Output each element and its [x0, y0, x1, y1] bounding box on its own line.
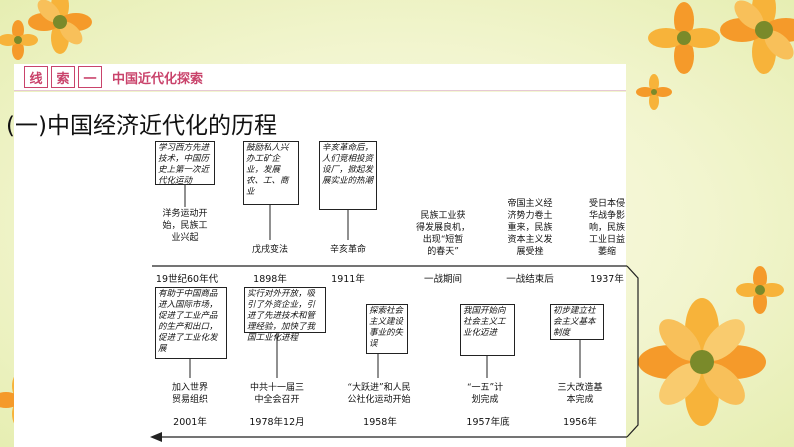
timeline-date: 1937年: [578, 271, 636, 285]
timeline-event: 戊戌变法: [240, 244, 300, 256]
timeline-event: 中共十一届三 中全会召开: [237, 382, 317, 406]
timeline-event: 加入世界 贸易组织: [155, 382, 225, 406]
timeline-date: 1958年: [350, 414, 410, 428]
timeline-connector: [627, 266, 638, 437]
timeline-event: 三大改造基 本完成: [542, 382, 618, 406]
note-box: 学习西方先进技术，中国历史上第一次近代化运动: [155, 141, 215, 185]
timeline-event: 帝国主义经 济势力卷土 重来，民族 资本主义发 展受挫: [496, 198, 564, 258]
timeline-arrowhead: [150, 432, 162, 442]
timeline-event: 辛亥革命: [318, 244, 378, 256]
timeline-event: “一五”计 划完成: [450, 382, 520, 406]
note-box: 探索社会主义建设事业的失误: [366, 304, 408, 354]
note-box: 鼓励私人兴办工矿企业，发展农、工、商业: [243, 141, 299, 205]
note-box: 初步建立社会主义基本制度: [550, 304, 604, 340]
timeline-event: “大跃进”和人民 公社化运动开始: [332, 382, 426, 406]
timeline-date: 1978年12月: [237, 414, 317, 428]
note-box: 我国开始向社会主义工业化迈进: [460, 304, 515, 356]
timeline-date: 19世纪60年代: [140, 271, 234, 285]
timeline-event: 民族工业获 得发展良机， 出现“短暂 的春天”: [408, 210, 478, 258]
timeline-date: 1898年: [240, 271, 300, 285]
note-box: 有助于中国商品进入国际市场，促进了工业产品的生产和出口，促进了工业化发展: [155, 287, 227, 359]
timeline-date: 一战结束后: [494, 271, 566, 285]
timeline-date: 1957年底: [455, 414, 521, 428]
timeline-date: 2001年: [160, 414, 220, 428]
timeline-date: 1911年: [318, 271, 378, 285]
timeline-date: 1956年: [550, 414, 610, 428]
timeline-event: 受日本侵 华战争影 响，民族 工业日益 萎缩: [578, 198, 636, 258]
timeline-event: 洋务运动开 始，民族工 业兴起: [150, 208, 220, 244]
timeline-date: 一战期间: [410, 271, 476, 285]
note-box: 辛亥革命后，人们竞相投资设厂，掀起发展实业的热潮: [319, 141, 377, 210]
note-box: 实行对外开放，吸引了外资企业，引进了先进技术和管理经验，加快了我国工业化进程: [244, 287, 326, 333]
